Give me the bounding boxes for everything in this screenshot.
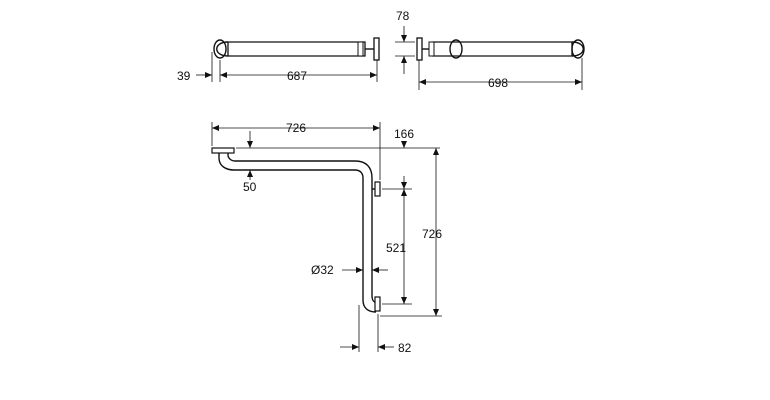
overall-length-label: 687: [287, 69, 307, 83]
dim-vertical-height: 726: [380, 148, 442, 317]
top-view-right-bar: [416, 37, 585, 61]
overall-length-right-label: 698: [488, 76, 508, 90]
wall-offset-label: 39: [177, 69, 191, 83]
vertical-height-label: 726: [422, 227, 442, 241]
dim-horizontal-length: 726: [211, 121, 381, 180]
flange-spacing-label: 521: [386, 241, 406, 255]
vertical-offset-label: 166: [394, 127, 414, 141]
dim-wall-offset: 39: [177, 52, 213, 83]
dim-flange-spacing: 521: [382, 189, 412, 305]
dim-flange-gap: 78: [395, 9, 415, 74]
dim-wall-projection: 82: [340, 305, 412, 355]
wall-projection-label: 82: [398, 341, 412, 355]
dim-drop: 50: [236, 131, 440, 194]
tube-diameter-label: Ø32: [311, 263, 334, 277]
drop-label: 50: [243, 180, 257, 194]
l-shaped-bar: [211, 147, 381, 313]
dim-tube-diameter: Ø32: [311, 263, 388, 277]
dim-overall-length-left: 687: [219, 60, 378, 83]
flange-gap-label: 78: [396, 9, 410, 23]
horizontal-length-label: 726: [286, 121, 306, 135]
dim-vertical-offset: 166: [382, 127, 414, 190]
dim-overall-length-right: 698: [418, 58, 583, 90]
top-view-left-bar: [213, 37, 380, 61]
